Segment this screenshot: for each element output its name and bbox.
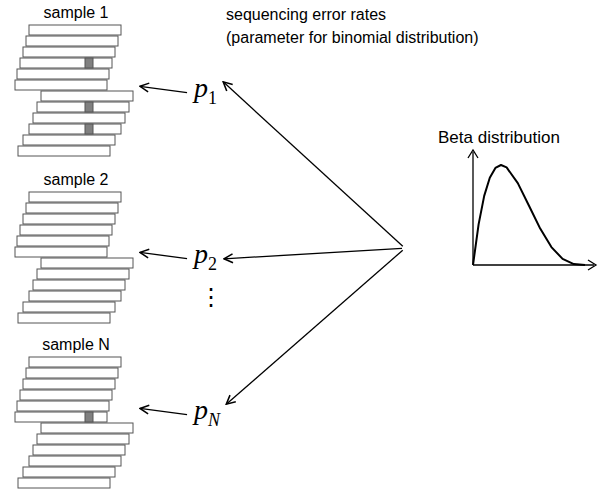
parameter-subscript: 2	[208, 254, 217, 274]
parameter-subscript: N	[208, 410, 220, 430]
parameter-symbol: p2	[190, 237, 221, 281]
parameter-letter: p	[194, 72, 208, 103]
sample-stack: sample N	[15, 335, 137, 490]
beta-curve	[473, 165, 585, 265]
arrow-connector	[223, 82, 403, 246]
parameter-label: p2	[194, 239, 217, 279]
y-axis	[472, 152, 473, 265]
sample-heading: sample N	[15, 335, 137, 354]
parameter-letter: p	[194, 394, 208, 425]
ellipsis-mark: ⋮	[199, 282, 223, 312]
sample-stack: sample 2	[15, 170, 137, 325]
arrow-connector	[140, 252, 187, 258]
distribution-plot: Beta distribution	[405, 125, 597, 270]
arrow-connector	[140, 408, 187, 414]
error-base	[85, 58, 93, 68]
error-base	[85, 412, 93, 422]
arrow-connector	[224, 248, 402, 258]
parameter-label: p1	[194, 73, 217, 113]
arrow-connector	[226, 250, 402, 404]
plot-title: Beta distribution	[405, 125, 597, 148]
arrow-connector	[140, 86, 187, 92]
axis-arrowhead	[588, 260, 596, 270]
annotation-text: sequencing error rates (parameter for bi…	[226, 3, 479, 49]
sample-heading: sample 1	[15, 3, 137, 22]
sample-heading: sample 2	[15, 170, 137, 189]
read-stack	[15, 357, 133, 488]
error-base	[85, 102, 93, 112]
parameter-letter: p	[194, 238, 208, 269]
read-stack	[15, 25, 133, 156]
parameter-subscript: 1	[208, 88, 217, 108]
parameter-symbol: p1	[190, 71, 221, 115]
error-base	[85, 124, 93, 134]
read-stack	[15, 192, 133, 323]
parameter-label: pN	[194, 395, 220, 435]
sample-stack: sample 1	[15, 3, 137, 158]
parameter-symbol: pN	[190, 393, 224, 437]
axis-arrowhead	[468, 150, 478, 158]
